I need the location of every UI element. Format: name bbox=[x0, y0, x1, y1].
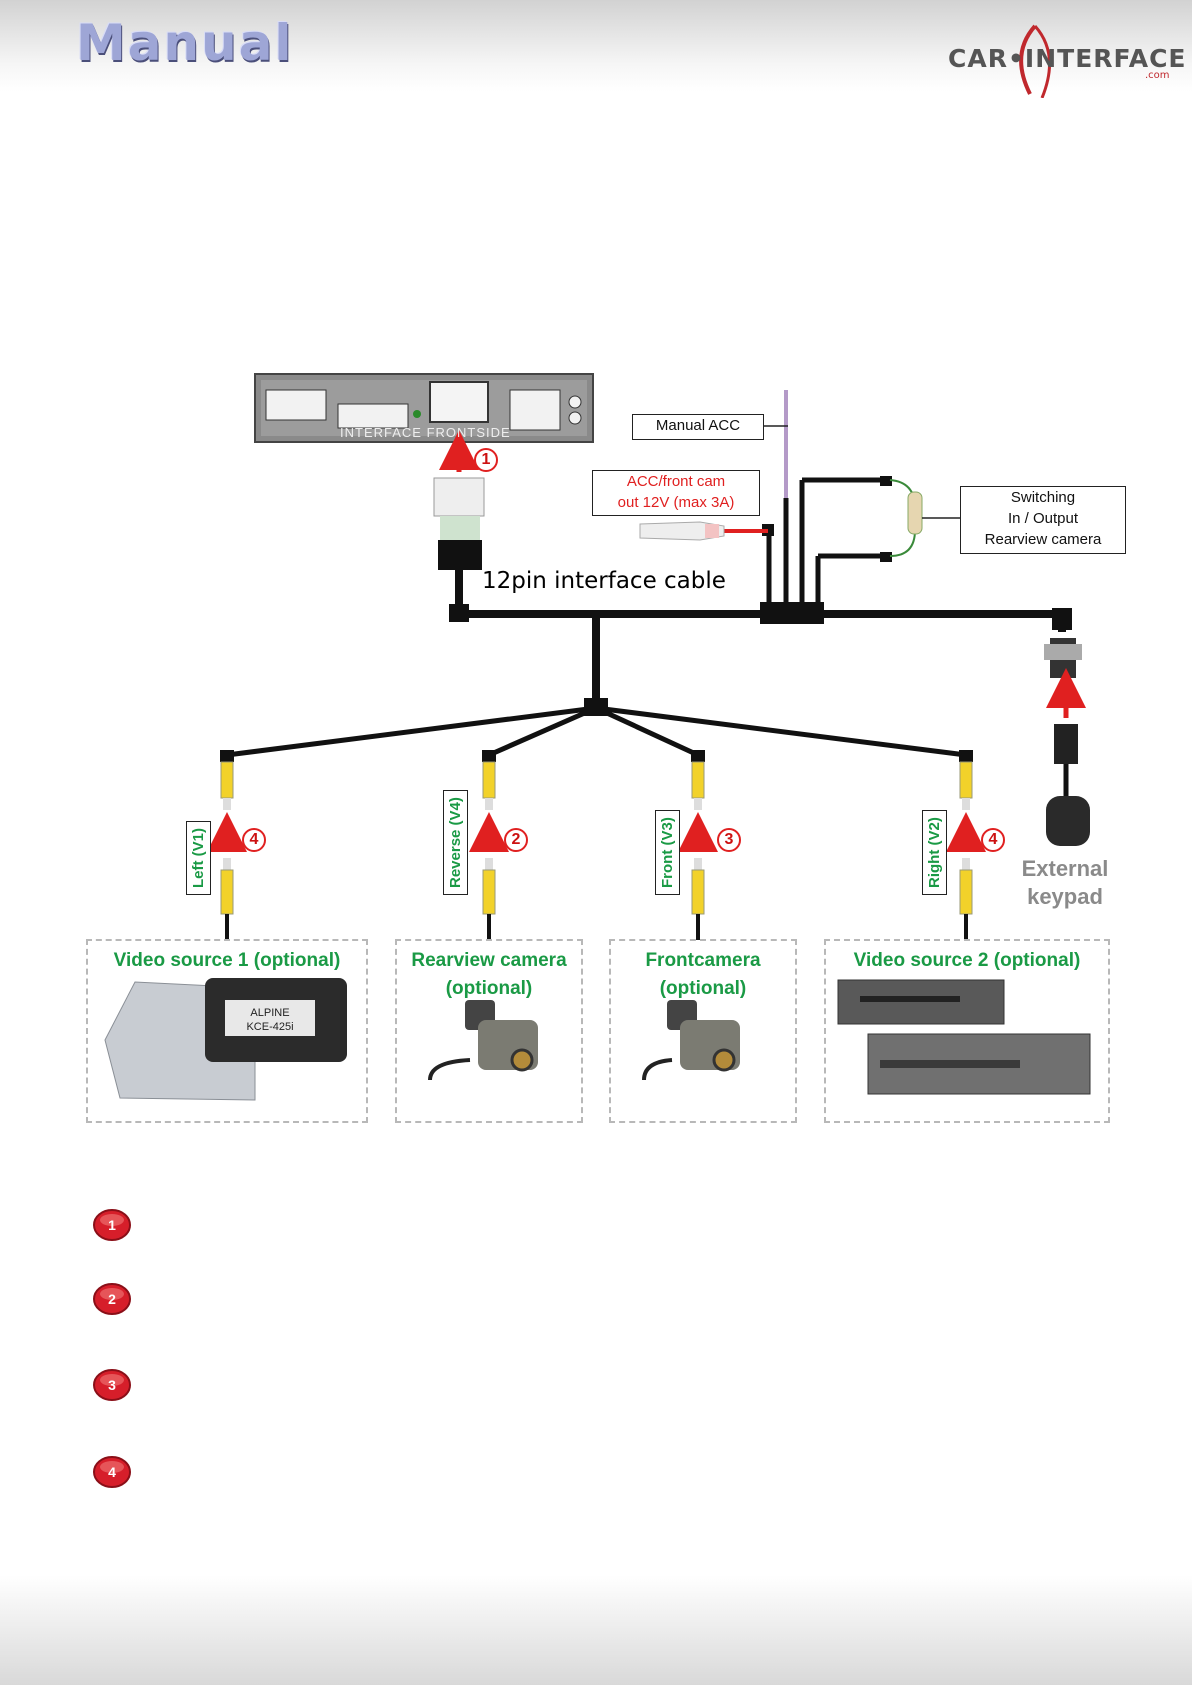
module-model-text: KCE-425i bbox=[246, 1021, 293, 1033]
source-title: Rearview camera bbox=[411, 950, 567, 971]
channel-label-right: Right (V2) bbox=[922, 810, 947, 895]
module-brand-text: ALPINE bbox=[250, 1007, 289, 1019]
channel-label-front: Front (V3) bbox=[655, 810, 680, 895]
switch-loop bbox=[889, 479, 960, 557]
switching-label: Switching In / Output Rearview camera bbox=[960, 486, 1126, 554]
keypad-line-1: External bbox=[1021, 856, 1109, 881]
header-band bbox=[0, 0, 1192, 92]
rca-front bbox=[678, 750, 718, 940]
legend-badge-1: 1 bbox=[92, 1208, 132, 1242]
source-title: Video source 1 (optional) bbox=[113, 950, 341, 971]
switch-line-2: In / Output bbox=[1007, 510, 1079, 527]
step-1-badge: 1 bbox=[472, 446, 500, 474]
channel-badge-reverse: 2 bbox=[502, 826, 530, 854]
rca-reverse bbox=[469, 750, 509, 940]
dvd-player-picture bbox=[837, 979, 1091, 1095]
keypad-label: External keypad bbox=[1010, 855, 1120, 911]
channel-label-left: Left (V1) bbox=[186, 821, 211, 895]
logo-swoosh-icon bbox=[1019, 24, 1052, 98]
keypad-connector bbox=[1044, 638, 1090, 846]
interface-plug bbox=[433, 477, 485, 614]
source-subtitle: (optional) bbox=[659, 978, 747, 999]
acc-output-connector bbox=[639, 521, 768, 541]
channel-badge-front: 3 bbox=[715, 826, 743, 854]
rca-left bbox=[207, 750, 247, 940]
acc-line-1: ACC/front cam bbox=[626, 473, 726, 490]
interface-unit bbox=[254, 373, 594, 443]
source-box-video-1: Video source 1 (optional) bbox=[86, 939, 368, 1123]
switch-line-1: Switching bbox=[1010, 489, 1076, 506]
footer-band bbox=[0, 1575, 1192, 1685]
acc-front-cam-label: ACC/front cam out 12V (max 3A) bbox=[592, 470, 760, 516]
source-box-rear-camera: Rearview camera (optional) bbox=[395, 939, 583, 1123]
front-camera-picture bbox=[642, 1000, 740, 1081]
interface-front-label: INTERFACE FRONTSIDE bbox=[340, 425, 511, 440]
harness-cables bbox=[226, 477, 1066, 758]
brand-logo: CAR•INTERFACE .com bbox=[940, 14, 1186, 98]
source-title: Video source 2 (optional) bbox=[853, 950, 1081, 971]
rear-camera-picture bbox=[428, 1000, 538, 1081]
legend-badge-2: 2 bbox=[92, 1282, 132, 1316]
acc-line-2: out 12V (max 3A) bbox=[617, 494, 735, 511]
channel-badge-left: 4 bbox=[240, 826, 268, 854]
channel-label-reverse: Reverse (V4) bbox=[443, 790, 468, 895]
legend-badge-4: 4 bbox=[92, 1455, 132, 1489]
legend-badge-3: 3 bbox=[92, 1368, 132, 1402]
source-box-video-2: Video source 2 (optional) bbox=[824, 939, 1110, 1123]
source-subtitle: (optional) bbox=[445, 978, 533, 999]
source-title: Frontcamera bbox=[645, 950, 761, 971]
source-box-front-camera: Frontcamera (optional) bbox=[609, 939, 797, 1123]
manual-acc-label: Manual ACC bbox=[632, 414, 764, 440]
cable-label: 12pin interface cable bbox=[482, 568, 726, 594]
brand-suffix: .com bbox=[1145, 70, 1170, 81]
switch-line-3: Rearview camera bbox=[984, 531, 1102, 548]
page-title: Manual bbox=[76, 14, 294, 72]
rca-right bbox=[946, 750, 986, 940]
brand-name: CAR•INTERFACE bbox=[948, 44, 1187, 73]
channel-badge-right: 4 bbox=[979, 826, 1007, 854]
video-module-picture: ALPINE KCE-425i bbox=[104, 978, 347, 1101]
keypad-line-2: keypad bbox=[1027, 884, 1103, 909]
